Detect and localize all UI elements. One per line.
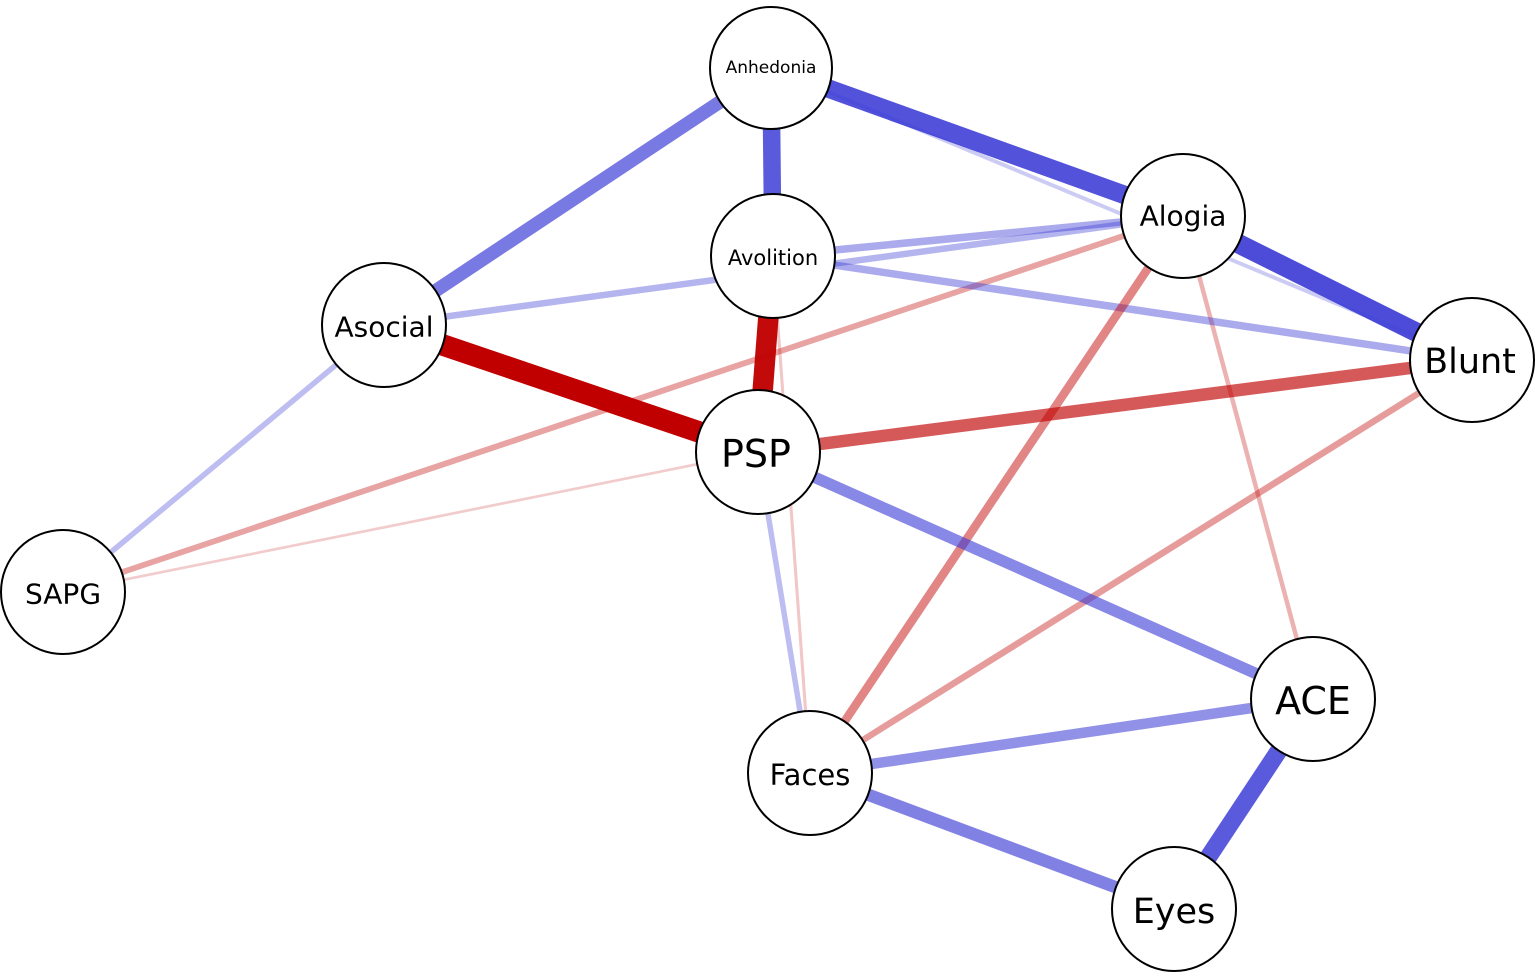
edge-asocial-psp bbox=[439, 334, 703, 443]
node-label-ace: ACE bbox=[1275, 679, 1351, 723]
edge-psp-faces bbox=[765, 512, 803, 713]
edge-faces-alogia bbox=[840, 265, 1153, 724]
edge-alogia-blunt bbox=[1234, 234, 1421, 342]
node-psp: PSP bbox=[695, 389, 821, 515]
node-label-asocial: Asocial bbox=[335, 311, 434, 344]
node-ace: ACE bbox=[1250, 636, 1376, 762]
node-sapg: SAPG bbox=[0, 529, 126, 655]
node-anhedonia: Anhedonia bbox=[709, 6, 833, 130]
node-label-psp: PSP bbox=[721, 432, 791, 476]
node-eyes: Eyes bbox=[1111, 846, 1237, 972]
node-label-faces: Faces bbox=[770, 758, 851, 792]
edge-anhedonia-alogia bbox=[825, 79, 1128, 204]
edge-avolition-blunt bbox=[833, 261, 1412, 355]
node-label-alogia: Alogia bbox=[1140, 200, 1227, 233]
node-blunt: Blunt bbox=[1409, 297, 1535, 423]
edge-avolition-faces bbox=[775, 317, 808, 712]
edge-faces-blunt bbox=[860, 390, 1422, 743]
edge-anhedonia-asocial bbox=[431, 96, 724, 297]
node-asocial: Asocial bbox=[321, 262, 447, 388]
node-label-anhedonia: Anhedonia bbox=[726, 58, 817, 78]
node-avolition: Avolition bbox=[710, 193, 836, 319]
nodes-layer: Anhedonia Avolition Alogia Asocial Blunt… bbox=[0, 6, 1535, 972]
node-faces: Faces bbox=[747, 710, 873, 836]
node-label-eyes: Eyes bbox=[1133, 892, 1216, 932]
node-label-blunt: Blunt bbox=[1424, 342, 1516, 382]
node-alogia: Alogia bbox=[1120, 153, 1246, 279]
edge-sapg-psp bbox=[123, 462, 698, 582]
edge-avolition-alogia bbox=[834, 218, 1122, 254]
node-label-sapg: SAPG bbox=[25, 578, 101, 611]
edge-alogia-ace bbox=[1196, 275, 1300, 640]
edge-anhedonia-avolition bbox=[762, 128, 782, 195]
edge-psp-ace bbox=[812, 471, 1259, 680]
edge-faces-ace bbox=[870, 702, 1253, 770]
edges-layer bbox=[108, 79, 1422, 894]
edge-sapg-asocial bbox=[108, 362, 339, 555]
node-label-avolition: Avolition bbox=[728, 246, 818, 270]
edge-avolition-psp bbox=[752, 317, 779, 391]
edge-faces-eyes bbox=[865, 788, 1119, 894]
edge-ace-eyes bbox=[1200, 745, 1287, 863]
edge-psp-blunt bbox=[818, 361, 1412, 451]
